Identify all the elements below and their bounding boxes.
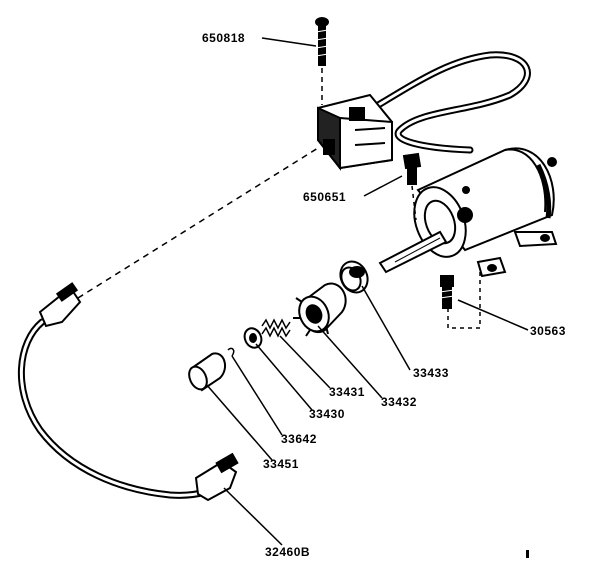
gear-part bbox=[293, 282, 347, 337]
label-33433: 33433 bbox=[413, 366, 449, 380]
motor-cord bbox=[366, 51, 531, 154]
cord-guide-line bbox=[77, 147, 319, 299]
stud-guide-line bbox=[447, 272, 481, 329]
bolt-part bbox=[402, 152, 422, 185]
cap-part bbox=[188, 352, 227, 392]
label-33451: 33451 bbox=[263, 457, 299, 471]
cord-plug-top bbox=[38, 282, 82, 328]
leader-lines bbox=[205, 37, 529, 546]
motor-housing bbox=[413, 147, 558, 278]
label-32460B: 32460B bbox=[265, 545, 310, 559]
label-33642: 33642 bbox=[281, 432, 317, 446]
bolt-guide-line bbox=[411, 185, 417, 221]
washer-part bbox=[243, 327, 263, 349]
screw-part bbox=[315, 17, 329, 66]
motor-shaft bbox=[378, 230, 448, 274]
switch-box bbox=[317, 93, 393, 171]
disc-part bbox=[339, 260, 369, 294]
stud-part bbox=[439, 275, 455, 309]
label-33431: 33431 bbox=[329, 385, 365, 399]
label-650651: 650651 bbox=[303, 190, 346, 204]
label-30563: 30563 bbox=[530, 324, 566, 338]
cord-plug-bottom bbox=[194, 452, 239, 502]
corner-mark bbox=[526, 550, 529, 558]
label-650818: 650818 bbox=[202, 31, 245, 45]
extension-cord bbox=[18, 318, 209, 499]
clip-part bbox=[227, 347, 235, 357]
label-33432: 33432 bbox=[381, 395, 417, 409]
label-33430: 33430 bbox=[309, 407, 345, 421]
spring-part bbox=[261, 318, 291, 338]
